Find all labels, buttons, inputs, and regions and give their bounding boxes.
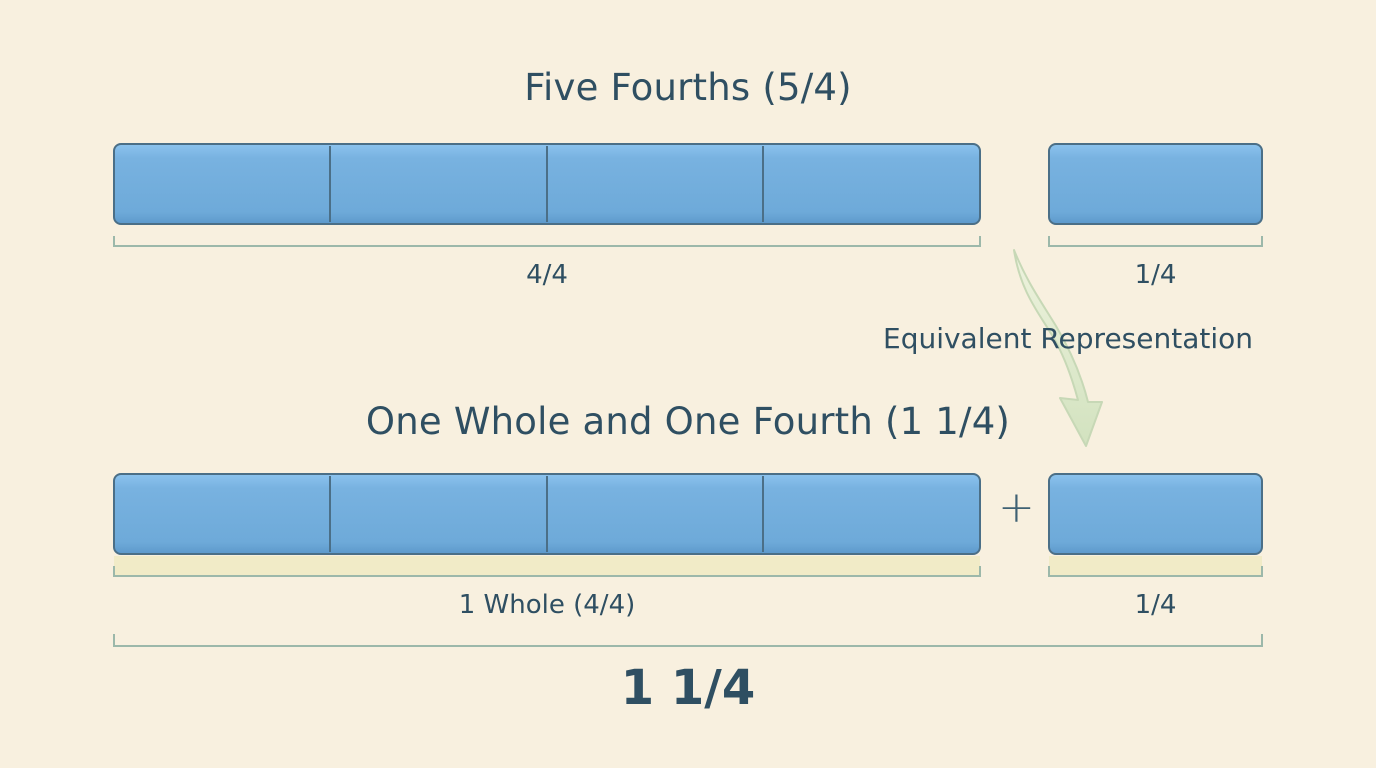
bottom-one-fourth-bar: [1048, 473, 1263, 555]
top-group-bracket: [113, 236, 981, 247]
plus-sign: +: [998, 482, 1035, 533]
bottom-whole-bar: [113, 473, 981, 555]
bottom-group-highlight: [114, 556, 980, 576]
top-one-fourth-bar: [1048, 143, 1263, 225]
top-title: Five Fourths (5/4): [524, 66, 852, 109]
bottom-title: One Whole and One Fourth (1 1/4): [365, 400, 1011, 443]
bottom-single-highlight: [1049, 556, 1262, 576]
bottom-single-label: 1/4: [1134, 590, 1177, 620]
top-group-label: 4/4: [526, 260, 568, 290]
equivalence-arrow: [1013, 249, 1103, 447]
top-four-fourths-bar: [113, 143, 981, 225]
equivalence-label: Equivalent Representation: [883, 322, 1254, 355]
total-mixed-number: 1 1/4: [620, 660, 756, 716]
top-single-label: 1/4: [1134, 260, 1177, 290]
bottom-single-bracket: [1048, 566, 1263, 577]
top-single-bracket: [1048, 236, 1263, 247]
bottom-group-label: 1 Whole (4/4): [458, 590, 636, 620]
total-bracket: [113, 634, 1263, 647]
bottom-group-bracket: [113, 566, 981, 577]
